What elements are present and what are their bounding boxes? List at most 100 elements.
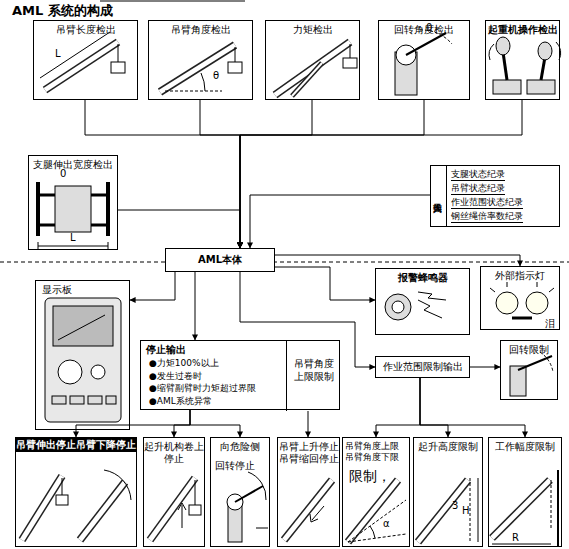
node-text: ●发生过卷时 — [149, 371, 202, 382]
drawing-rect — [45, 298, 121, 422]
drawing-line — [22, 476, 62, 540]
action-box: 起升机构卷上停止 — [143, 437, 205, 547]
drawing-line — [284, 480, 332, 540]
controller-box: AML本体 — [165, 248, 275, 272]
drawing-line — [507, 282, 508, 287]
drawing-circle — [496, 292, 518, 314]
node-text: 回转角度检出 — [379, 21, 469, 36]
drawing-line — [292, 63, 322, 96]
connector — [308, 411, 309, 437]
node-text: 作业范围状态纪录 — [451, 196, 523, 209]
drawing-rect — [493, 80, 521, 94]
drawing-line — [557, 470, 559, 546]
drawing-path — [178, 503, 186, 510]
drawing-line — [551, 480, 552, 530]
drawing-line — [537, 282, 538, 287]
node-text: 停止输出 — [146, 344, 186, 356]
connector — [420, 378, 448, 437]
drawing-path — [418, 292, 446, 300]
callout-number: 3 — [452, 500, 458, 512]
node-text: 操作人员输入 — [431, 166, 447, 226]
node-text: 起重机操作检出 — [486, 21, 559, 36]
sensor-box: 吊臂角度检出 — [148, 20, 253, 100]
drawing-line — [549, 288, 554, 292]
dimension-label: R — [512, 532, 519, 544]
node-text: 向危险侧 — [211, 438, 269, 453]
dimension-label: L — [70, 232, 76, 244]
drawing-line — [418, 480, 468, 542]
drawing-rect — [52, 396, 66, 404]
drawing-line — [235, 486, 263, 502]
connector — [200, 100, 240, 248]
node-text: 起升高度限制 — [414, 438, 482, 453]
node-text: 显示板 — [36, 281, 129, 296]
drawing-line — [512, 317, 532, 320]
connector — [420, 378, 525, 437]
drawing-line — [256, 528, 268, 529]
action-box: 吊臂伸出停止吊臂下降停止 — [15, 437, 137, 547]
drawing-rect — [70, 396, 84, 404]
node-text: 回转限制 — [501, 341, 557, 356]
drawing-line — [478, 478, 479, 542]
drawing-circle — [392, 301, 404, 313]
drawing-rect — [343, 58, 357, 68]
connector — [118, 210, 240, 248]
drawing-line — [80, 482, 125, 540]
node-text: 力矩检出 — [266, 21, 359, 36]
zero-mark: 0 — [426, 22, 432, 34]
drawing-line — [150, 478, 195, 540]
drawing-rect — [510, 366, 526, 396]
node-text: 吊臂角度上限限制 — [287, 341, 341, 383]
action-box: 吊臂角度上限 吊臂角度下限限制， — [342, 437, 410, 547]
connector — [470, 367, 500, 368]
action-box: 工作幅度限制 — [488, 437, 562, 547]
drawing-line — [160, 45, 235, 92]
connector — [240, 100, 522, 248]
drawing-line — [292, 63, 322, 96]
drawing-line — [195, 480, 196, 505]
drawing-line — [80, 482, 125, 540]
node-text: 支腿伸出宽度检出 — [29, 156, 117, 171]
drawing-circle — [526, 292, 548, 314]
connector — [376, 378, 420, 437]
drawing-rect — [228, 62, 242, 73]
connector — [240, 100, 424, 248]
range-output-box: 作业范围限制输出 — [375, 356, 470, 378]
drawing-line — [106, 182, 110, 236]
drawing-line — [418, 480, 468, 542]
node-text: 工作幅度限制 — [489, 438, 561, 453]
zero-mark: 0 — [60, 168, 66, 180]
drawing-rect — [527, 80, 555, 94]
drawing-line — [235, 47, 236, 62]
drawing-line — [275, 42, 350, 95]
node-text: 回转停止 — [215, 460, 255, 472]
drawing-line — [150, 478, 195, 540]
connector — [275, 267, 375, 300]
drawing-line — [348, 534, 406, 542]
drawing-path — [104, 470, 131, 500]
connector — [174, 410, 190, 437]
drawing-rect — [111, 62, 125, 73]
drawing-line — [348, 500, 406, 542]
node-text: 钢丝绳倍率数纪录 — [451, 210, 523, 223]
connector — [250, 195, 430, 248]
drawing-line — [62, 478, 63, 495]
sensor-box: 吊臂长度检出 — [33, 20, 138, 100]
node-text: 吊臂状态纪录 — [451, 182, 505, 195]
diagram-title: AML 系统的构成 — [12, 3, 113, 18]
node-text: 作业范围限制输出 — [376, 357, 469, 377]
drawing-rect — [56, 495, 68, 505]
drawing-rect — [88, 396, 102, 404]
drawing-rect — [106, 396, 116, 404]
stray-mark: 泪 — [545, 318, 555, 330]
drawing-line — [492, 480, 550, 538]
drawing-line — [275, 42, 350, 95]
input-box: 操作人员输入支腿状态纪录吊臂状态纪录作业范围状态纪录钢丝绳倍率数纪录 — [430, 165, 560, 227]
drawing-line — [38, 246, 108, 247]
dimension-label: H — [462, 505, 470, 517]
connector — [130, 272, 175, 300]
action-box: 回转限制 — [500, 340, 558, 400]
drawing-line — [160, 45, 235, 92]
drawing-path — [556, 42, 561, 60]
